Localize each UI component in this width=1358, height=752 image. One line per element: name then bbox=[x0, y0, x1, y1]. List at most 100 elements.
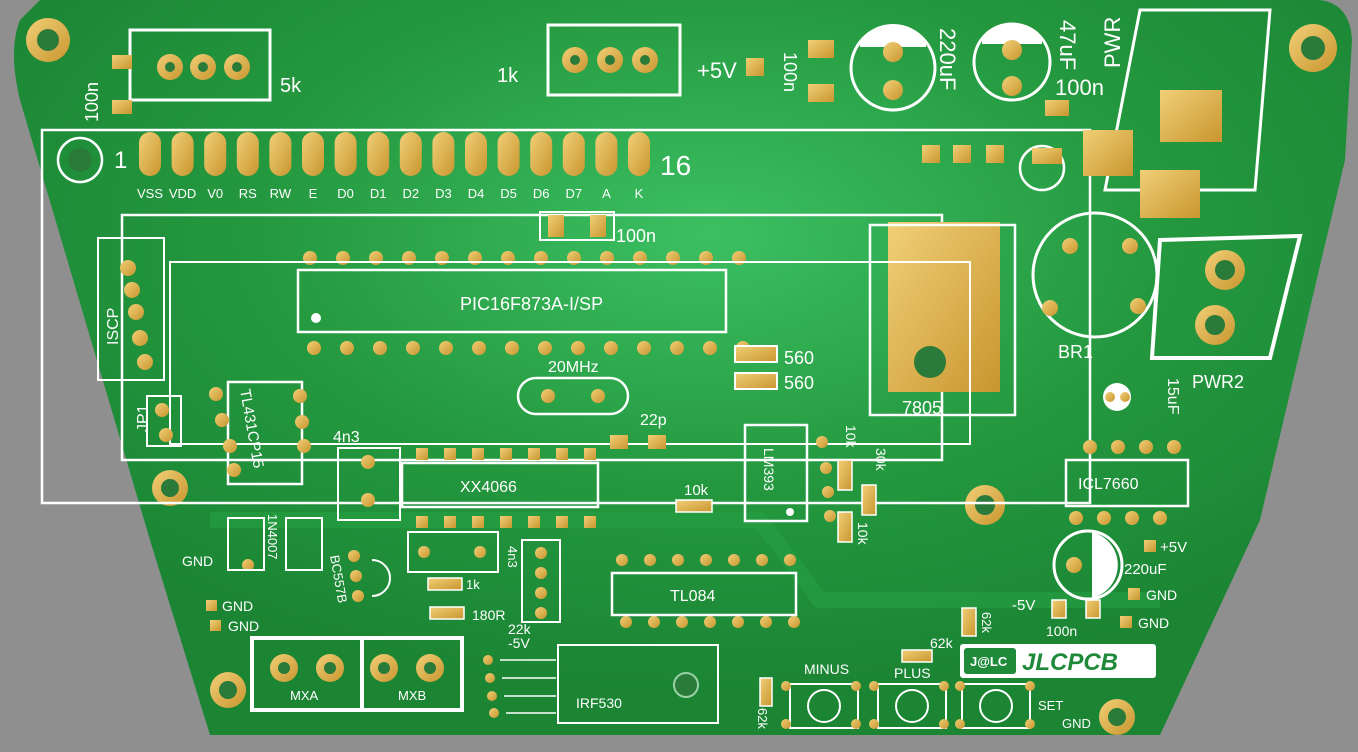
set-btn-label: SET bbox=[1038, 698, 1063, 713]
icl7660-pin-pad bbox=[1153, 511, 1167, 525]
minus5v-right-label: -5V bbox=[1012, 597, 1035, 614]
lcd-pin-pad bbox=[465, 132, 487, 176]
gnd-r3-label: GND bbox=[1062, 716, 1091, 731]
lcd-pin-pad bbox=[204, 132, 227, 176]
lcd-pin-label: D1 bbox=[370, 186, 387, 201]
res-62k-b-label: 62k bbox=[930, 635, 954, 651]
jp1-label: JP1 bbox=[135, 404, 152, 432]
lcd-pin-pad bbox=[399, 132, 422, 176]
mounting-holes bbox=[26, 18, 1337, 735]
mcu-pin-pad bbox=[340, 341, 354, 355]
lcd-pin-label: V0 bbox=[207, 186, 223, 201]
tl084-pads bbox=[616, 554, 800, 628]
res-560-a-label: 560 bbox=[784, 348, 814, 368]
icl7660-pin-pad bbox=[1139, 440, 1153, 454]
gnd-l2-label: GND bbox=[222, 598, 253, 614]
cap-220uf-right-outline bbox=[1052, 529, 1124, 601]
xx4066-pin-pad bbox=[500, 516, 512, 528]
mcu-pin-pad bbox=[373, 341, 387, 355]
lcd-pin-pad bbox=[171, 132, 194, 176]
regulator-7805 bbox=[868, 145, 1017, 417]
svg-text:JLCPCB: JLCPCB bbox=[1022, 649, 1118, 676]
xx4066-outline bbox=[400, 461, 600, 509]
tl084-pin-pad bbox=[644, 554, 656, 566]
lcd-outline bbox=[40, 128, 1092, 505]
mcu-pin-pad bbox=[439, 341, 453, 355]
cap-15uf-label: 15uF bbox=[1164, 378, 1181, 415]
mcu-pin-pad bbox=[670, 341, 684, 355]
tl084-pin-pad bbox=[788, 616, 800, 628]
res-180r-label: 180R bbox=[472, 607, 505, 623]
lcd-pin-label: A bbox=[602, 186, 611, 201]
cap-100n-left-label: 100n bbox=[82, 82, 102, 122]
res-10k-b-label: 10k bbox=[843, 425, 859, 449]
tl084-pin-pad bbox=[616, 554, 628, 566]
lcd-pin-label: D2 bbox=[402, 186, 419, 201]
xx4066-pin-pad bbox=[584, 516, 596, 528]
irf530-label: IRF530 bbox=[576, 695, 622, 711]
lm393-label: LM393 bbox=[761, 448, 777, 491]
mcu-pin1-dot bbox=[311, 313, 321, 323]
icl7660-pin-pad bbox=[1125, 511, 1139, 525]
lcd-header-pads bbox=[139, 132, 650, 176]
res-30k-label: 30k bbox=[873, 448, 889, 472]
lcd-pin-label: D5 bbox=[500, 186, 517, 201]
mcu-pin-pad bbox=[703, 341, 717, 355]
gnd-l3-label: GND bbox=[228, 618, 259, 634]
lcd-pin-label: D6 bbox=[533, 186, 550, 201]
icl7660-pin-pad bbox=[1111, 440, 1125, 454]
pot-1k-label: 1k bbox=[497, 65, 519, 87]
icl7660-pin-pad bbox=[1097, 511, 1111, 525]
mcu-label: PIC16F873A-I/SP bbox=[460, 294, 603, 314]
lcd-pin-pad bbox=[628, 132, 650, 176]
pcb-board bbox=[14, 0, 1352, 735]
res-560-b-label: 560 bbox=[784, 373, 814, 393]
xx4066-pin-pad bbox=[472, 516, 484, 528]
tl084-pin-pad bbox=[648, 616, 660, 628]
pwr2-label: PWR2 bbox=[1192, 372, 1244, 392]
cap-100n-right-label: 100n bbox=[1055, 75, 1104, 100]
minus5v-left-label: -5V bbox=[508, 635, 530, 651]
res-10k-c-label: 10k bbox=[855, 522, 871, 546]
cap-4n3-b-label: 4n3 bbox=[505, 546, 520, 568]
mcu-pin-pad bbox=[472, 341, 486, 355]
cap-4n3-a-label: 4n3 bbox=[333, 429, 360, 446]
pwr-label: PWR bbox=[1100, 17, 1125, 68]
icl7660-pin-pad bbox=[1069, 511, 1083, 525]
tl084-pin-pad bbox=[704, 616, 716, 628]
lcd-pin-pad bbox=[595, 132, 618, 176]
tl084-label: TL084 bbox=[670, 588, 715, 605]
lcd-pin-pad bbox=[334, 132, 357, 176]
lcd-pin-label: D3 bbox=[435, 186, 452, 201]
br1-label: BR1 bbox=[1058, 342, 1093, 362]
tl084-pin-pad bbox=[728, 554, 740, 566]
reg-7805-label: 7805 bbox=[902, 398, 942, 418]
xx4066-pin-pad bbox=[444, 516, 456, 528]
pot-5k-label: 5k bbox=[280, 75, 302, 97]
lcd-pin-pad bbox=[236, 132, 259, 176]
lcd-pin-label: D0 bbox=[337, 186, 354, 201]
lcd-pin-pad bbox=[530, 132, 553, 176]
lcd-pin-label: RS bbox=[239, 186, 257, 201]
tl084-pin-pad bbox=[620, 616, 632, 628]
c-22p-label: 22p bbox=[640, 412, 667, 429]
minus-btn-label: MINUS bbox=[804, 661, 849, 677]
tl084-pin-pad bbox=[784, 554, 796, 566]
cap-47uf-label: 47uF bbox=[1055, 20, 1080, 70]
plus5v-top-label: +5V bbox=[697, 58, 737, 83]
xtal-outline bbox=[516, 376, 630, 416]
xx4066-pads bbox=[416, 448, 596, 528]
tl084-pin-pad bbox=[760, 616, 772, 628]
diode-1n4007-label: 1N4007 bbox=[265, 514, 280, 560]
pot-1k-outline bbox=[546, 23, 682, 97]
cap-100n-lower-label: 100n bbox=[1046, 623, 1077, 639]
mcu-outline bbox=[296, 268, 728, 334]
lcd-pin-label: RW bbox=[270, 186, 292, 201]
res-22k-label: 22k bbox=[508, 621, 532, 637]
lcd-pin-label: D7 bbox=[565, 186, 582, 201]
xx4066-pin-pad bbox=[556, 516, 568, 528]
cap-100n-mcu-label: 100n bbox=[616, 226, 656, 246]
tl084-pin-pad bbox=[672, 554, 684, 566]
